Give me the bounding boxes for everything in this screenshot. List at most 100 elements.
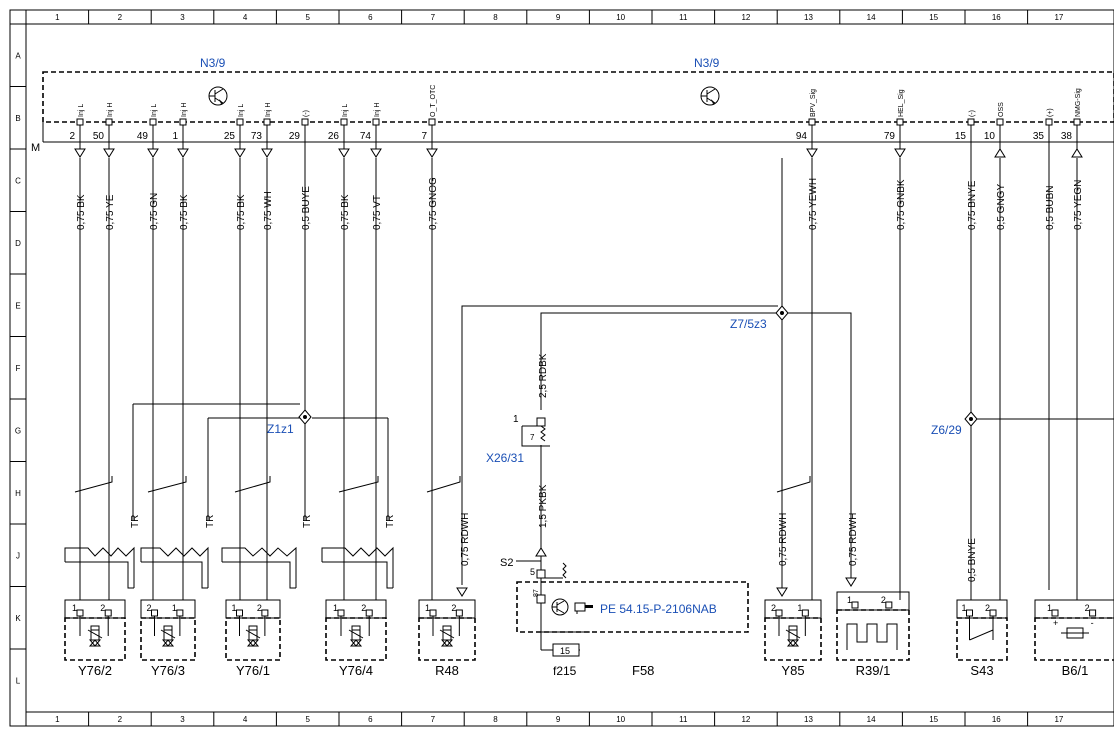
component-pin-terminal: [429, 609, 437, 617]
pin-number: 74: [360, 131, 372, 142]
pin-terminal: [105, 118, 113, 126]
component-pin-terminal: [337, 609, 345, 617]
column-number-bottom: 3: [180, 715, 185, 724]
component-pin-number: 2: [881, 595, 886, 605]
component-box: [225, 617, 281, 661]
component-pin-number: 2: [1085, 603, 1090, 613]
relay-f58: S2 5 87 PE 54.15-P-2106NAB 15 f215 F58: [500, 556, 749, 678]
column-number-bottom: 1: [55, 715, 60, 724]
component-label: R48: [435, 663, 459, 678]
column-number-top: 15: [929, 13, 938, 22]
pin-terminal: [149, 118, 157, 126]
pin-number: 15: [955, 131, 967, 142]
component-box: [325, 617, 387, 661]
column-number-bottom: 10: [616, 715, 625, 724]
column-number-top: 13: [804, 13, 813, 22]
row-letter: L: [16, 676, 21, 685]
component-label: B6/1: [1062, 663, 1089, 678]
column-number-bottom: 15: [929, 715, 938, 724]
pin-number: 38: [1061, 131, 1073, 142]
signal-arrow-out: [806, 148, 818, 158]
column-number-top: 4: [243, 13, 248, 22]
component-box: [64, 617, 126, 661]
column-number-top: 6: [368, 13, 373, 22]
component-box: [1034, 617, 1114, 661]
wire-label: 0,75 BK: [76, 194, 87, 230]
pin-terminal: [896, 118, 904, 126]
column-number-bottom: 12: [741, 715, 750, 724]
wire-label: 0,75 GNBK: [896, 179, 907, 230]
signal-arrow-out: [177, 148, 189, 158]
fuse-label: f215: [553, 664, 577, 678]
relay-label: F58: [632, 663, 654, 678]
wire-label: 0,75 YEWH: [808, 178, 819, 230]
row-letter: C: [15, 176, 21, 185]
pin-terminal: [301, 118, 309, 126]
splice-label-z1z1: Z1z1: [267, 422, 294, 436]
fuse-number: 15: [560, 646, 570, 656]
wire-label: 0,5 BUBN: [1045, 186, 1056, 230]
row-letter: H: [15, 489, 21, 498]
tr-label: TR: [205, 515, 216, 528]
signal-arrow-out: [426, 148, 438, 158]
component-pin-terminal: [1051, 609, 1059, 617]
component-pin-terminal: [151, 609, 158, 617]
wire-label: 0,75 VT: [372, 195, 383, 230]
module-box: [42, 71, 1114, 123]
switch-contact-icon: [969, 629, 994, 641]
wire-label: 2,5 RDBK: [538, 353, 549, 398]
signal-arrow-out: [370, 148, 382, 158]
column-number-top: 3: [180, 13, 185, 22]
column-number-top: 9: [556, 13, 561, 22]
mid-wire-labels: 0,75 RDWH 0,75 RDWH 0,75 RDWH 0,5 BNYE 2…: [460, 353, 978, 582]
pin-signal: Inj H: [265, 103, 272, 117]
signal-arrow-out: [338, 148, 350, 158]
component-pin-number: 1: [797, 603, 802, 613]
component-box: [418, 617, 476, 661]
pin-signal: (+): [1047, 108, 1054, 117]
frame-outer: [9, 9, 1114, 727]
solenoid-valve-icon: [785, 625, 801, 647]
component-pin-sign: -: [1091, 618, 1094, 628]
tr-label: TR: [130, 515, 141, 528]
pin-signal: (-): [303, 110, 310, 117]
solenoid-valve-icon: [348, 625, 364, 647]
column-number-bottom: 5: [305, 715, 310, 724]
control-module-n3-9: N3/9 N3/9 M: [31, 56, 1114, 154]
column-number-top: 1: [55, 13, 60, 22]
wire-label: 0,75 RDWH: [460, 513, 471, 566]
splice-label-z7-5z3: Z7/5z3: [730, 317, 767, 331]
column-number-bottom: 13: [804, 715, 813, 724]
s2-label: S2: [500, 557, 513, 569]
pin-number: 50: [93, 131, 105, 142]
component-pin-terminal: [775, 609, 783, 617]
component-pin-terminal: [1089, 609, 1097, 617]
wire-label: 1,5 PKBK: [538, 484, 549, 528]
tr-label: TR: [302, 515, 313, 528]
component-pin-terminal: [261, 609, 269, 617]
shield-break-symbols: [74, 476, 811, 493]
column-number-bottom: 14: [867, 715, 876, 724]
wire-label: 0,75 RDWH: [778, 513, 789, 566]
pin-number: 26: [328, 131, 340, 142]
reference-hand-icon[interactable]: [574, 602, 593, 614]
component-label: S43: [970, 663, 993, 678]
splice-z7-5z3: Z7/5z3: [730, 305, 789, 331]
row-letter: J: [16, 551, 20, 560]
component-pin-terminal: [176, 609, 184, 617]
component-pin-terminal: [76, 609, 84, 617]
service-reference-link[interactable]: PE 54.15-P-2106NAB: [600, 602, 717, 616]
pin-signal: Inj H: [107, 103, 114, 117]
pin-terminal: [996, 118, 1004, 126]
pin-terminal: [428, 118, 436, 126]
module-pin: 35(+)0,5 BUBN: [1033, 108, 1056, 230]
component-pin-number: 2: [771, 603, 776, 613]
column-number-top: 11: [679, 13, 688, 22]
